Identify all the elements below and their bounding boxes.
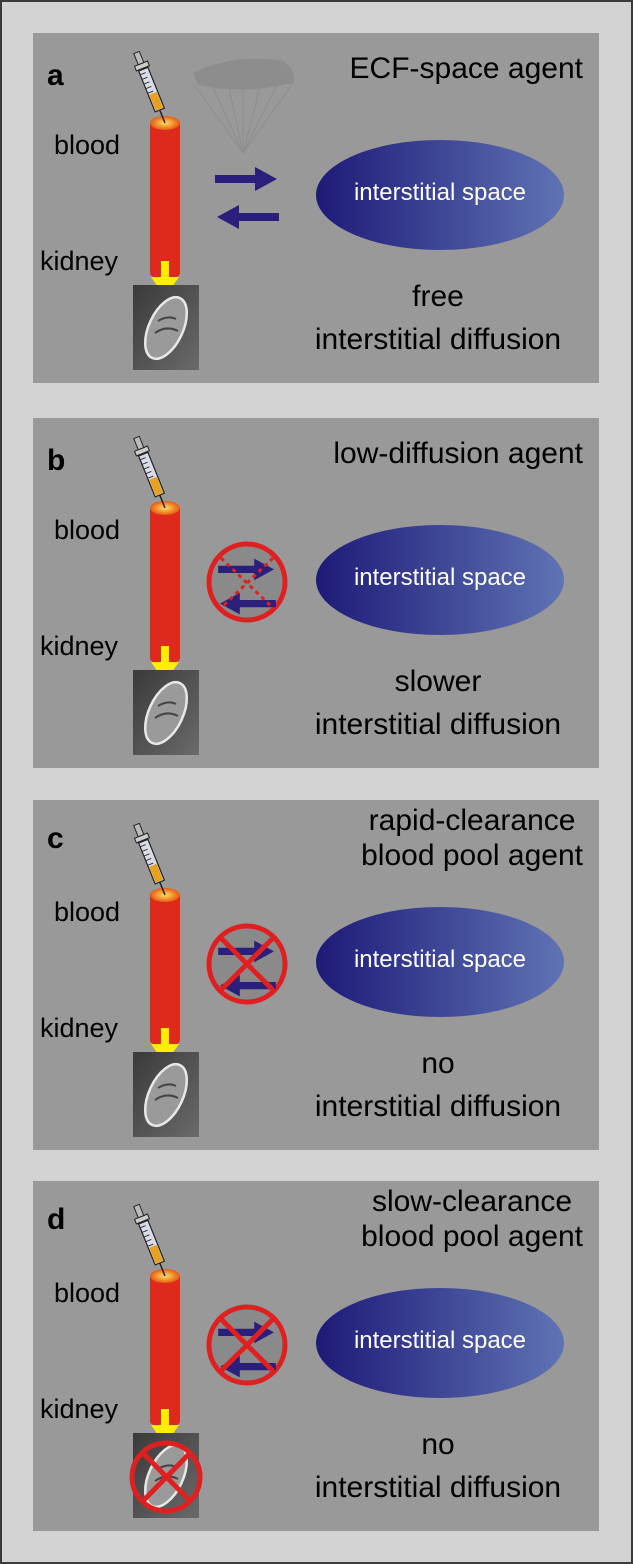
interstitial-space-compartment [316, 907, 564, 1017]
blood-label: blood [54, 515, 121, 545]
blocked-exchange-icon [206, 923, 288, 1005]
diffusion-line: interstitial diffusion [314, 1471, 562, 1504]
diffusion-line: free [412, 280, 464, 313]
kidney-label: kidney [40, 1013, 119, 1043]
interstitial-space-label: interstitial space [353, 179, 527, 206]
syringe-icon [133, 1203, 166, 1277]
diffusion-line: no [421, 1047, 455, 1080]
kidney-label: kidney [40, 246, 119, 276]
blocked-exchange-icon [206, 1304, 288, 1386]
blocked-exchange-icon [206, 541, 288, 623]
interstitial-space-compartment [316, 140, 564, 250]
diffusion-cone-icon [192, 58, 295, 154]
diffusion-description: free interstitial diffusion [273, 275, 603, 361]
panel-title: ECF-space agent [350, 51, 583, 86]
panel-letter: c [47, 822, 64, 855]
interstitial-space-label: interstitial space [353, 564, 527, 591]
diffusion-description: no interstitial diffusion [273, 1423, 603, 1509]
kidney-label: kidney [40, 631, 119, 661]
panel-graphics [133, 822, 564, 1137]
syringe-icon [133, 50, 166, 124]
interstitial-space-compartment [316, 1288, 564, 1398]
diffusion-line: interstitial diffusion [314, 708, 562, 741]
panel-graphics [133, 435, 564, 755]
diffusion-line: no [421, 1428, 455, 1461]
blood-label: blood [54, 1278, 121, 1308]
diffusion-description: slower interstitial diffusion [273, 660, 603, 746]
title-line: rapid-clearance [368, 804, 576, 837]
panel-a: a ECF-space agent blood kidney interstitial … [33, 33, 599, 383]
interstitial-space-compartment [316, 525, 564, 635]
panel-letter: b [47, 444, 66, 477]
blood-label: blood [54, 897, 121, 927]
interstitial-space-label: interstitial space [353, 1327, 527, 1354]
kidney-image [133, 1052, 199, 1137]
diffusion-description: no interstitial diffusion [273, 1042, 603, 1128]
syringe-icon [133, 435, 166, 509]
kidney-image [133, 285, 199, 370]
blood-vessel [150, 501, 180, 665]
diffusion-line: slower [394, 665, 482, 698]
title-line: slow-clearance [372, 1185, 573, 1218]
diffusion-line: interstitial diffusion [314, 1090, 562, 1123]
title-line: ECF-space agent [349, 52, 583, 85]
panel-title: low-diffusion agent [333, 436, 583, 471]
panel-letter: a [47, 59, 64, 92]
interstitial-space-label: interstitial space [353, 946, 527, 973]
kidney-label: kidney [40, 1394, 119, 1424]
title-line: blood pool agent [361, 839, 583, 872]
panel-graphics [129, 1203, 564, 1518]
panel-b: b low-diffusion agent blood kidney interstit… [33, 418, 599, 768]
blood-label: blood [54, 130, 121, 160]
title-line: low-diffusion agent [333, 437, 583, 470]
panel-graphics [133, 50, 564, 370]
blood-vessel [150, 116, 180, 280]
blood-vessel [150, 1269, 180, 1428]
kidney-blocked-icon [129, 1440, 203, 1514]
panel-letter: d [47, 1203, 66, 1236]
blood-vessel [150, 888, 180, 1047]
kidney-image [133, 670, 199, 755]
diffusion-line: interstitial diffusion [314, 323, 562, 356]
syringe-icon [133, 822, 166, 896]
exchange-arrows-icon [215, 167, 279, 229]
title-line: blood pool agent [361, 1220, 583, 1253]
